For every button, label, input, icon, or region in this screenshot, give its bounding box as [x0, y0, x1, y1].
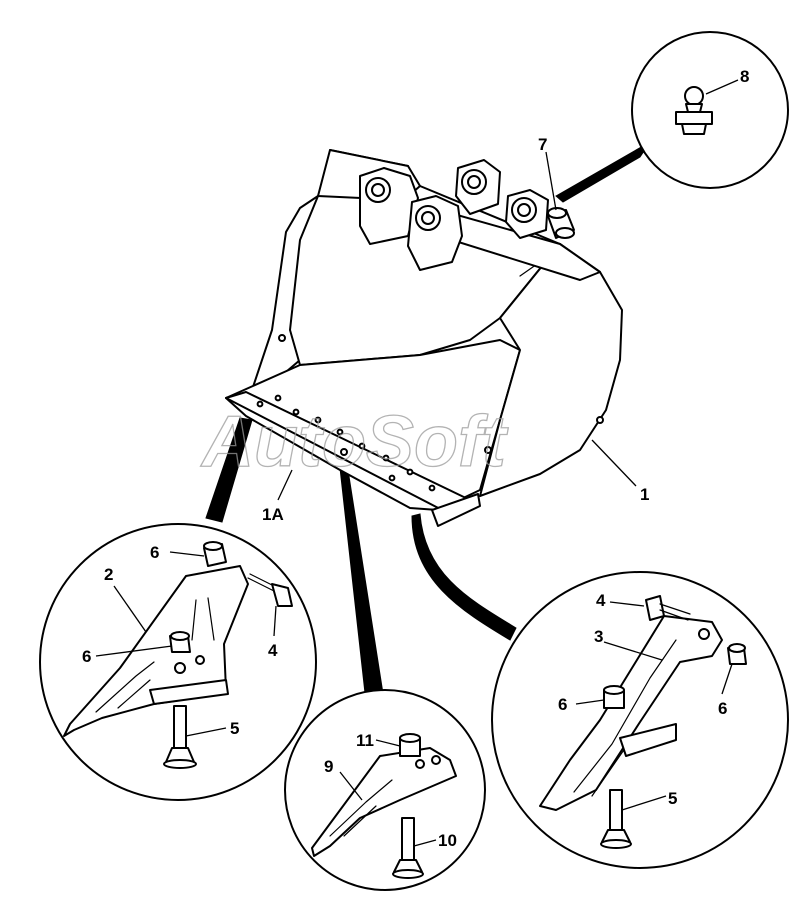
part-6-nut-left-top — [203, 541, 227, 567]
callout-labels: 8 7 1 1A 6 2 4 6 5 11 9 10 4 3 6 6 5 — [82, 67, 749, 850]
callout-10: 10 — [438, 831, 457, 850]
part-6-nut-left-mid — [169, 631, 205, 674]
detail-left-tooth — [39, 523, 317, 801]
connector-grease-nipple — [555, 141, 651, 203]
callout-2: 2 — [104, 565, 113, 584]
part-2-tooth-adapter — [63, 565, 249, 737]
bucket-assembly — [225, 149, 623, 527]
bucket-floor — [225, 339, 521, 511]
part-4-bolt-left — [247, 573, 293, 607]
callout-6-left-top: 6 — [150, 543, 159, 562]
callout-6-right-side: 6 — [718, 699, 727, 718]
connector-center-detail — [339, 467, 385, 703]
callout-4-right: 4 — [596, 591, 606, 610]
connector-right-detail — [411, 513, 517, 641]
connector-left-detail — [205, 417, 253, 523]
callout-1a: 1A — [262, 505, 284, 524]
part-4-bolt-right — [645, 595, 691, 621]
callout-1: 1 — [640, 485, 649, 504]
cutting-edge-holes — [256, 394, 436, 492]
callout-6-left-mid: 6 — [82, 647, 91, 666]
detail-center-tooth — [284, 689, 486, 891]
part-6-nut-right-side — [727, 643, 747, 665]
callout-5-right: 5 — [668, 789, 677, 808]
part-6-nut-right-mid — [603, 685, 625, 709]
detail-grease-nipple — [631, 31, 789, 189]
autosoft-watermark: AutoSoft — [200, 402, 509, 482]
side-cutter-tip — [431, 493, 481, 527]
callout-6-right-mid: 6 — [558, 695, 567, 714]
side-hole-right — [484, 446, 492, 454]
part-11-nut — [399, 733, 421, 757]
part-5-bolt-left — [163, 705, 197, 769]
part-5-bolt-right — [600, 789, 632, 849]
part-8-grease-nipple — [675, 86, 713, 135]
side-hole-left — [278, 334, 286, 342]
callout-3: 3 — [594, 627, 603, 646]
callout-9: 9 — [324, 757, 333, 776]
callout-7: 7 — [538, 135, 547, 154]
side-hole-right-rear — [596, 416, 604, 424]
leader-lines — [95, 79, 739, 847]
callout-4-left: 4 — [268, 641, 278, 660]
callout-8: 8 — [740, 67, 749, 86]
callout-5-left: 5 — [230, 719, 239, 738]
detail-right-cutter — [491, 571, 789, 869]
part-9-tooth — [311, 747, 457, 857]
callout-11: 11 — [356, 731, 374, 750]
part-3-side-cutter — [539, 615, 723, 811]
part-7-bush — [547, 207, 575, 239]
pin-bosses — [365, 169, 537, 231]
part-10-bolt — [392, 817, 424, 879]
